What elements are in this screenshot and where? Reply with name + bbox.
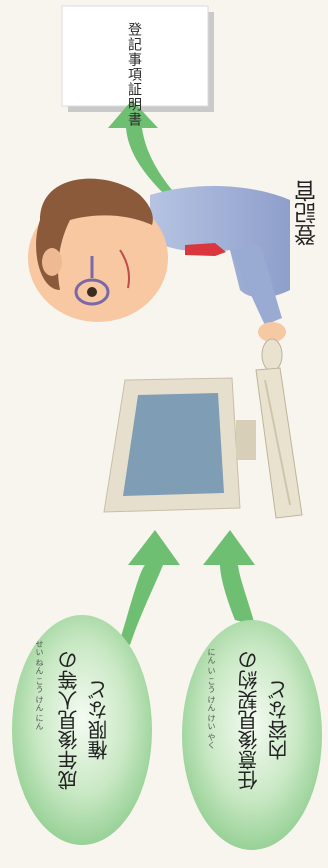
arrow-from-bubble-1 (120, 530, 180, 645)
arrow-from-bubble-2 (203, 530, 255, 625)
document-title: 登記事項証明書 (124, 22, 144, 127)
computer (104, 339, 302, 518)
official-person (28, 179, 290, 342)
official-label: 登記官 (292, 180, 324, 246)
bubble-2-ruby: にん い こう けん けい やく (206, 648, 217, 749)
bubble-2-line2: 内容など (264, 680, 293, 760)
bubble-1-line2: 権限など (84, 680, 113, 760)
bubble-1-line1: 成年後見人等の (54, 650, 83, 790)
bubble-1-ruby: せい ねん こう けん にん (34, 640, 45, 730)
bubble-2-line1: 任意後見契約の (234, 650, 263, 790)
